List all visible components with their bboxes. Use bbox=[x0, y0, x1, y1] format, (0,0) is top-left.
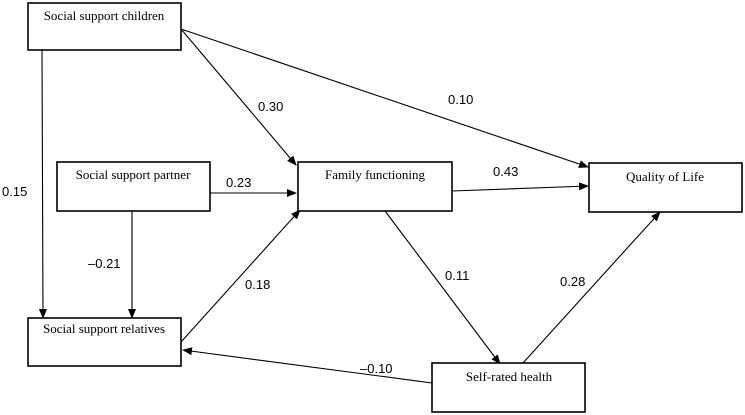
label-family-to-qol: 0.43 bbox=[493, 164, 518, 179]
node-social-support-relatives: Social support relatives bbox=[27, 317, 182, 367]
node-social-support-partner: Social support partner bbox=[56, 161, 211, 212]
edge-health-to-relatives bbox=[182, 347, 433, 384]
label-children-to-relatives: 0.15 bbox=[2, 184, 27, 199]
node-family-functioning: Family functioning bbox=[297, 161, 453, 212]
label-health-to-relatives: –0.10 bbox=[360, 361, 393, 376]
nodes: Social support children Social support p… bbox=[27, 2, 743, 413]
edge-labels: 0.30 0.10 0.15 0.23 –0.21 0.18 0.43 0.11… bbox=[2, 92, 585, 376]
node-label-family: Family functioning bbox=[325, 167, 426, 182]
edge-children-to-qol bbox=[180, 28, 589, 168]
edge-relatives-to-family bbox=[180, 209, 301, 343]
node-label-children: Social support children bbox=[44, 8, 165, 23]
node-social-support-children: Social support children bbox=[27, 2, 182, 51]
label-health-to-qol: 0.28 bbox=[560, 274, 585, 289]
node-label-qol: Quality of Life bbox=[626, 169, 704, 184]
node-label-relatives: Social support relatives bbox=[43, 321, 165, 336]
label-partner-to-family: 0.23 bbox=[226, 175, 251, 190]
label-family-to-health: 0.11 bbox=[445, 268, 469, 283]
edges bbox=[38, 28, 661, 384]
node-self-rated-health: Self-rated health bbox=[431, 362, 586, 413]
node-label-health: Self-rated health bbox=[466, 369, 553, 384]
edge-children-to-family bbox=[180, 28, 297, 166]
edge-health-to-qol bbox=[522, 211, 661, 364]
label-partner-to-relatives: –0.21 bbox=[88, 256, 121, 271]
node-quality-of-life: Quality of Life bbox=[588, 162, 743, 213]
edge-family-to-qol bbox=[451, 182, 589, 192]
label-children-to-qol: 0.10 bbox=[448, 92, 473, 107]
edge-children-to-relatives bbox=[38, 49, 47, 319]
label-relatives-to-family: 0.18 bbox=[245, 277, 270, 292]
edge-family-to-health bbox=[384, 210, 501, 365]
node-label-partner: Social support partner bbox=[76, 167, 191, 182]
label-children-to-family: 0.30 bbox=[258, 99, 283, 114]
